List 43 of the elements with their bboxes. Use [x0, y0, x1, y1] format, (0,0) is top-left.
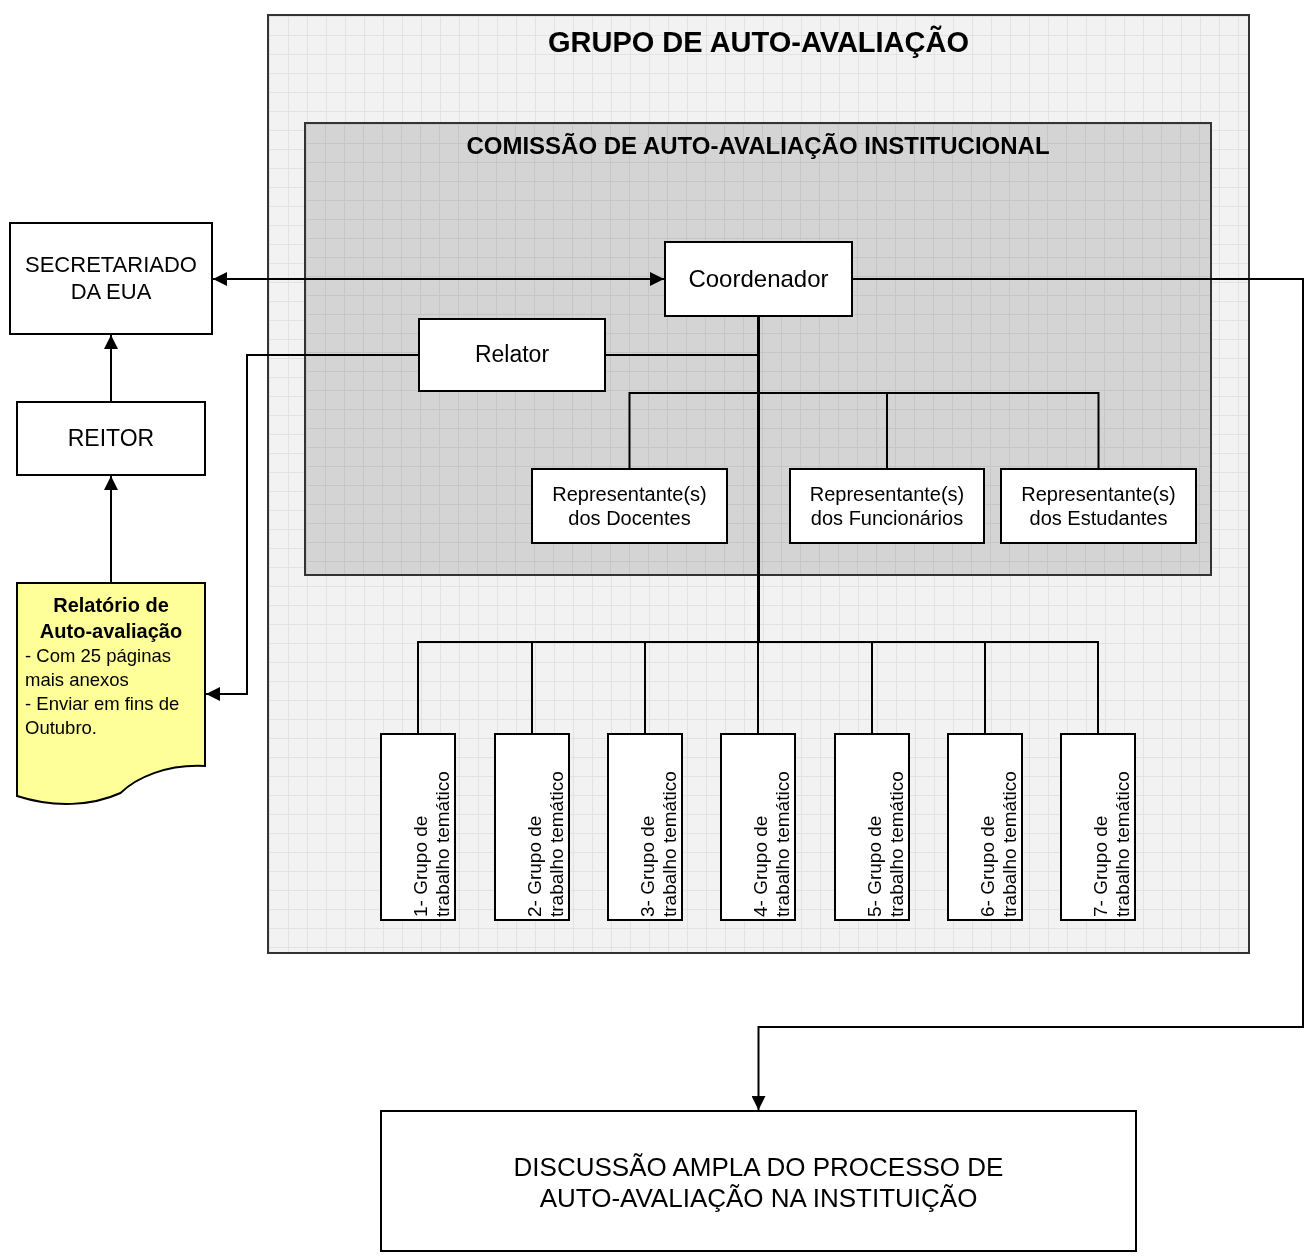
- box-label: 5- Grupo de trabalho temático: [864, 770, 908, 917]
- document-note: - Enviar em fins de Outubro.: [25, 692, 181, 741]
- arrow: [205, 354, 419, 701]
- box-label: 7- Grupo de trabalho temático: [1090, 770, 1134, 917]
- box-label: 6- Grupo de trabalho temático: [977, 770, 1021, 917]
- arrow: [212, 272, 665, 286]
- working-group-box: [834, 733, 910, 921]
- box-label: Representante(s) dos Funcionários: [808, 482, 966, 530]
- process-box: [380, 1110, 1137, 1252]
- document-title: Relatório de Auto-avaliação: [38, 593, 184, 644]
- working-group-box: [607, 733, 683, 921]
- box-label: DISCUSSÃO AMPLA DO PROCESSO DE AUTO-AVALIAÇÃO NA INSTITUIÇÃO: [512, 1152, 1005, 1215]
- box-label: Representante(s) dos Estudantes: [1020, 482, 1177, 530]
- working-group-box: [494, 733, 570, 921]
- arrow: [104, 475, 118, 583]
- committee-panel: [304, 122, 1212, 576]
- process-box: [9, 222, 213, 335]
- process-box: [664, 241, 853, 317]
- panel-heading: GRUPO DE AUTO-AVALIAÇÃO: [546, 26, 970, 59]
- arrow: [104, 334, 118, 402]
- document-shape: [16, 582, 206, 808]
- box-label: Representante(s) dos Docentes: [551, 482, 708, 530]
- process-box: [1000, 468, 1197, 544]
- working-group-box: [380, 733, 456, 921]
- working-group-box: [720, 733, 796, 921]
- panel-heading: COMISSÃO DE AUTO-AVALIAÇÃO INSTITUCIONAL: [465, 132, 1051, 160]
- group-panel: [267, 14, 1250, 954]
- process-box: [531, 468, 728, 544]
- box-label: 4- Grupo de trabalho temático: [750, 770, 794, 917]
- working-group-box: [947, 733, 1023, 921]
- document-note: - Com 25 páginas mais anexos: [25, 644, 173, 693]
- box-label: 1- Grupo de trabalho temático: [410, 770, 454, 917]
- box-label: SECRETARIADO DA EUA: [24, 252, 198, 305]
- box-label: Coordenador: [687, 264, 830, 294]
- box-label: 3- Grupo de trabalho temático: [637, 770, 681, 917]
- box-label: Relator: [473, 341, 551, 369]
- box-label: 2- Grupo de trabalho temático: [524, 770, 568, 917]
- working-group-box: [1060, 733, 1136, 921]
- process-box: [418, 318, 606, 392]
- process-box: [789, 468, 985, 544]
- box-label: REITOR: [66, 424, 156, 453]
- arrow: [751, 278, 1304, 1111]
- process-box: [16, 401, 206, 476]
